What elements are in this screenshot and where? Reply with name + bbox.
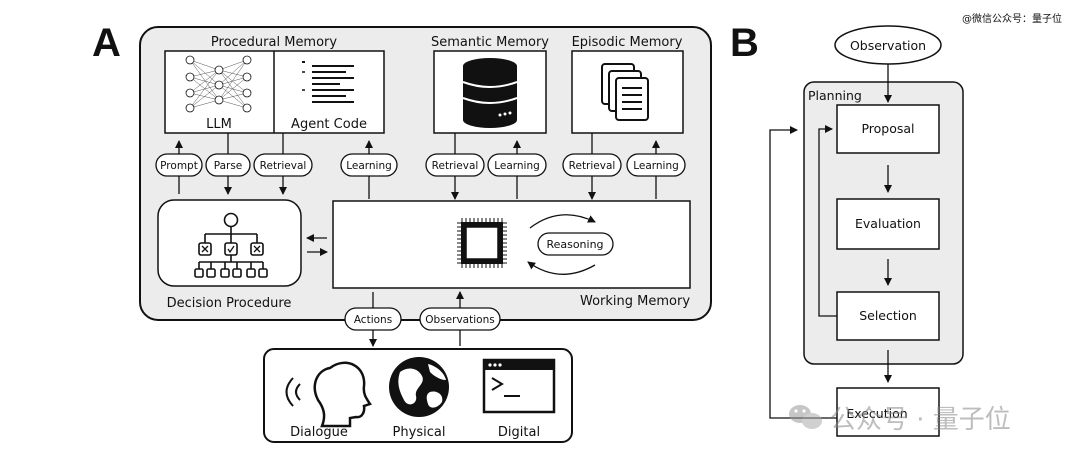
physical-label: Physical (393, 425, 446, 440)
episodic-memory-title: Episodic Memory (572, 35, 683, 50)
wechat-icon (789, 405, 822, 429)
dialogue-label: Dialogue (290, 425, 348, 440)
llm-label: LLM (206, 117, 232, 132)
svg-text:Learning: Learning (494, 160, 540, 172)
neural-network-icon (185, 55, 252, 113)
globe-icon (389, 357, 449, 417)
watermark-top: @微信公众号：量子位 (962, 12, 1062, 25)
proposal-box (836, 104, 940, 154)
selection-to-proposal-loop (818, 125, 837, 317)
wechat-watermark: 公众号 · 量子位 (789, 405, 1011, 435)
semantic-memory-title: Semantic Memory (431, 35, 549, 50)
reasoning-loop-arrows (527, 214, 596, 275)
evaluation-box (836, 198, 940, 250)
svg-text:Prompt: Prompt (160, 160, 198, 172)
procedural-memory-title: Procedural Memory (211, 35, 337, 50)
pill-retrieval-procedural: Retrieval (253, 153, 313, 177)
pill-learning-semantic: Learning (487, 153, 547, 177)
svg-text:Observations: Observations (425, 314, 494, 326)
pill-learning-procedural: Learning (340, 153, 398, 177)
svg-text:Actions: Actions (354, 314, 392, 326)
proposal-label: Proposal (861, 121, 914, 136)
pill-reasoning: Reasoning (537, 232, 614, 256)
working-memory-box (332, 200, 691, 289)
evaluation-label: Evaluation (855, 216, 921, 231)
svg-text:Learning: Learning (346, 160, 392, 172)
svg-text:Retrieval: Retrieval (260, 160, 307, 172)
svg-text:Retrieval: Retrieval (432, 160, 479, 172)
decision-procedure-label: Decision Procedure (167, 296, 292, 311)
database-icon (462, 58, 518, 128)
agent-code-label: Agent Code (291, 117, 367, 132)
svg-text:Retrieval: Retrieval (569, 160, 616, 172)
pill-retrieval-episodic: Retrieval (562, 153, 622, 177)
documents-stack-icon (601, 63, 649, 121)
working-memory-label: Working Memory (580, 294, 690, 309)
pill-learning-episodic: Learning (626, 153, 686, 177)
svg-text:Parse: Parse (214, 160, 243, 172)
pill-actions: Actions (344, 307, 402, 331)
pill-retrieval-semantic: Retrieval (425, 153, 485, 177)
watermark-bottom: 公众号 · 量子位 (830, 405, 1011, 435)
digital-label: Digital (498, 425, 540, 440)
pill-prompt: Prompt (155, 153, 203, 177)
execution-label: Execution (846, 406, 907, 421)
selection-box (836, 291, 940, 341)
terminal-window-icon (482, 358, 556, 414)
panel-b-label: B (730, 21, 759, 65)
pill-parse: Parse (205, 153, 251, 177)
execution-box (836, 387, 940, 437)
panel-a-label: A (92, 21, 121, 65)
cpu-chip-icon (457, 218, 507, 268)
speaking-head-icon (285, 361, 372, 428)
svg-text:Reasoning: Reasoning (546, 238, 603, 251)
selection-label: Selection (859, 308, 917, 323)
svg-text:Learning: Learning (633, 160, 679, 172)
code-lines-icon (302, 61, 354, 103)
decision-tree-icon (194, 212, 268, 278)
observation-label: Observation (850, 38, 926, 53)
pill-observations: Observations (419, 307, 501, 331)
planning-label: Planning (808, 88, 862, 103)
